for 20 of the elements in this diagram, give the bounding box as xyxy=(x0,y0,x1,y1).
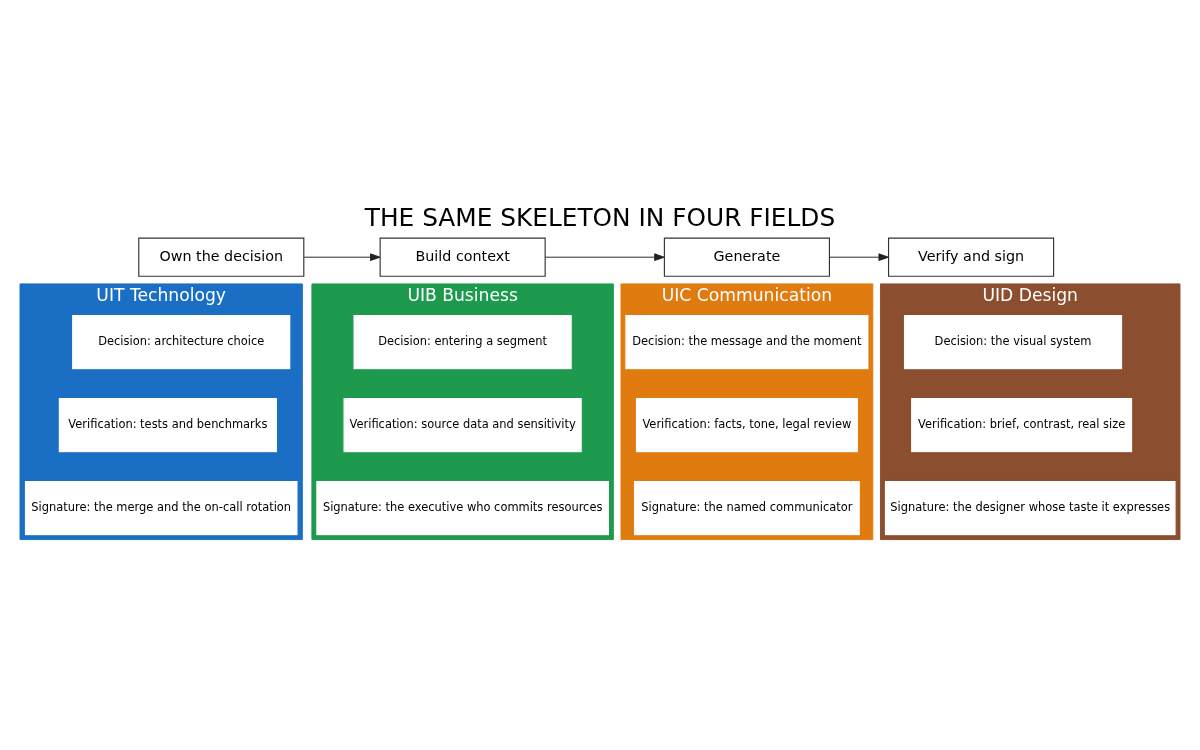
node-box: Verification: facts, tone, legal review xyxy=(634,396,860,454)
node-box: Own the decision xyxy=(138,237,305,277)
node-box: Signature: the named communicator xyxy=(632,479,861,537)
node-box: Signature: the designer whose taste it expresses xyxy=(883,479,1177,537)
arrow xyxy=(829,253,889,261)
node-box: Decision: entering a segment xyxy=(352,313,573,371)
node-box: Decision: architecture choice xyxy=(70,313,292,371)
node-box: Decision: the visual system xyxy=(902,313,1124,371)
diagram-title: THE SAME SKELETON IN FOUR FIELDS xyxy=(364,203,836,233)
node-box: Verification: source data and sensitivity xyxy=(342,396,583,454)
node-box: Decision: the message and the moment xyxy=(624,313,870,371)
node-box: Verification: tests and benchmarks xyxy=(57,396,279,454)
node-box: Generate xyxy=(663,237,830,277)
arrow xyxy=(544,253,665,261)
node-box: Verification: brief, contrast, real size xyxy=(909,396,1134,454)
node-box: Verify and sign xyxy=(888,237,1055,277)
arrow xyxy=(303,253,381,261)
node-box: Build context xyxy=(379,237,546,277)
node-box: Signature: the merge and the on-call rotation xyxy=(23,479,299,537)
node-box: Signature: the executive who commits resources xyxy=(315,479,611,537)
